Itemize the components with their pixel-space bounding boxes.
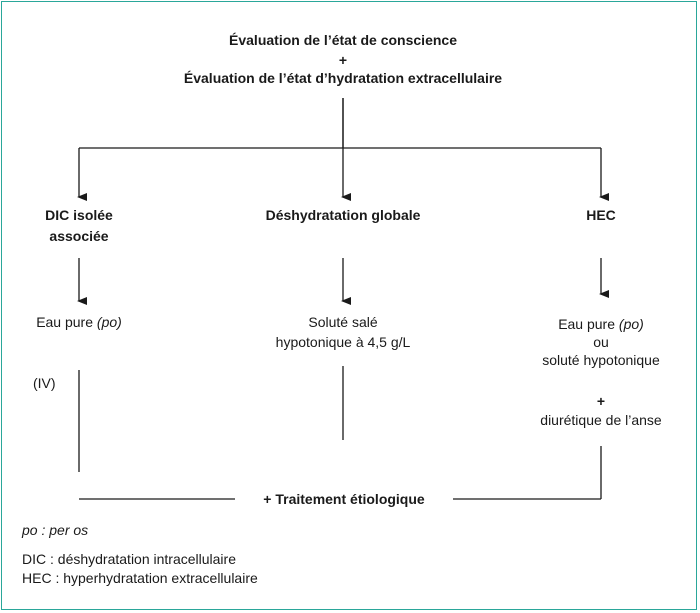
middle-treatment-1: Soluté salé: [308, 314, 378, 330]
legend-hec: HEC : hyperhydratation extracellulaire: [22, 570, 258, 586]
left-title-2: associée: [49, 228, 109, 244]
legend-po: po : per os: [22, 522, 89, 538]
bottom-treatment-label: + Traitement étiologique: [263, 491, 425, 507]
right-title: HEC: [586, 207, 616, 223]
top-line-1: Évaluation de l’état de conscience: [229, 32, 457, 48]
top-line-2: Évaluation de l’état d’hydratation extra…: [183, 70, 503, 86]
legend-dic: DIC : déshydratation intracellulaire: [22, 551, 236, 567]
left-title-1: DIC isolée: [45, 207, 113, 223]
left-treatment: Eau pure (po): [36, 314, 122, 330]
right-or: ou: [593, 334, 609, 350]
right-plus: +: [596, 393, 606, 409]
right-treatment-1: Eau pure (po): [558, 316, 644, 332]
left-iv: (IV): [33, 375, 56, 391]
middle-title: Déshydratation globale: [265, 207, 421, 223]
right-treatment-2: soluté hypotonique: [542, 352, 660, 368]
right-treatment-3: diurétique de l’anse: [540, 412, 662, 428]
middle-treatment-2: hypotonique à 4,5 g/L: [275, 334, 411, 350]
top-plus: +: [338, 52, 348, 68]
